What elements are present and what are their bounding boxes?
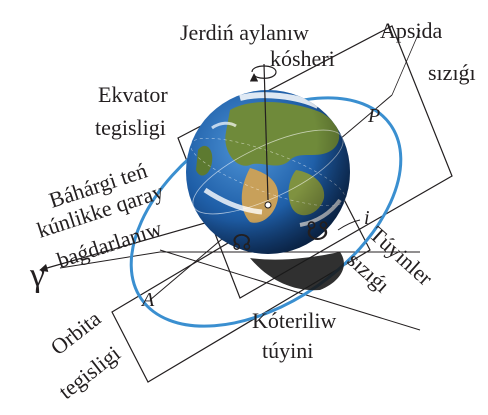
ascending-node-symbol: ☊ bbox=[232, 230, 252, 255]
point-a-label: A bbox=[140, 289, 155, 311]
descending-node-symbol: ☋ bbox=[306, 217, 329, 246]
label-equator-2: tegisligi bbox=[95, 115, 166, 140]
label-apsida-1: Apsida bbox=[380, 18, 443, 43]
label-equator-1: Ekvator bbox=[98, 82, 168, 107]
inclination-label: i bbox=[364, 207, 370, 229]
label-ascending-2: túyini bbox=[262, 338, 313, 363]
label-ascending-1: Kóteriliw bbox=[252, 308, 336, 333]
point-p-label: P bbox=[367, 105, 380, 127]
earth-center bbox=[265, 202, 271, 208]
label-rotation-axis-1: Jerdiń aylanıw bbox=[180, 20, 309, 45]
vernal-symbol: γ bbox=[29, 257, 45, 294]
label-apsida-2: sızıǵı bbox=[428, 60, 476, 85]
label-rotation-axis-2: kósheri bbox=[270, 46, 335, 71]
